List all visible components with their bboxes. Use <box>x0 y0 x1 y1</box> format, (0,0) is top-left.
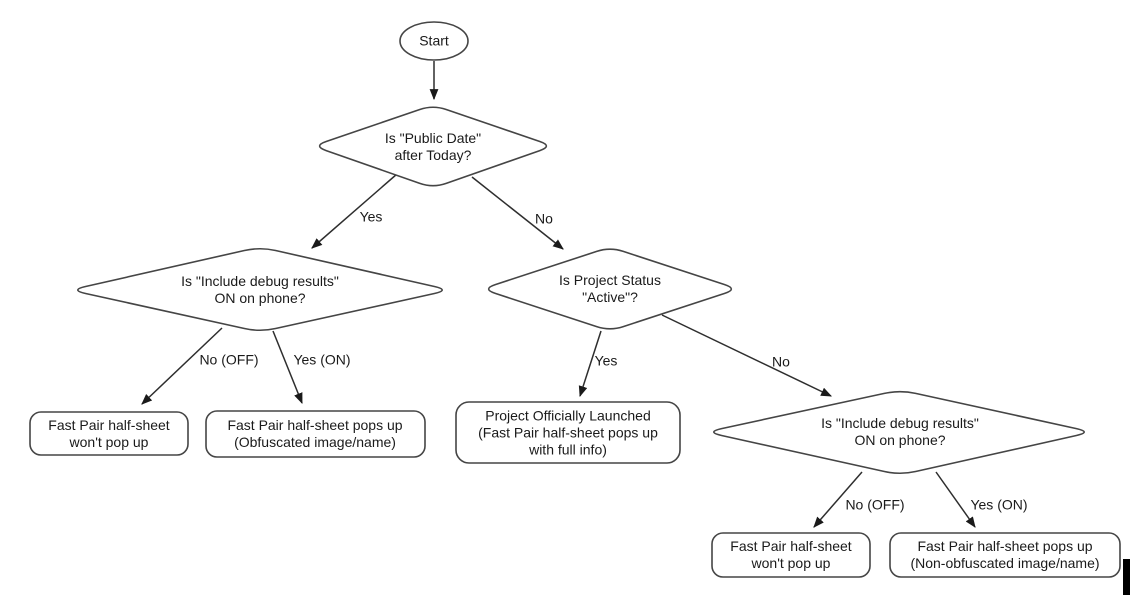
edge-label-status-yes: Yes <box>594 352 618 369</box>
edge-public-date-no <box>471 176 564 250</box>
result-obfuscated-label: Fast Pair half-sheet pops up (Obfuscated… <box>227 417 403 450</box>
decision-debug-right-shape <box>713 390 1085 475</box>
edge-status-yes <box>578 330 602 398</box>
edge-label-status-no: No <box>772 353 790 370</box>
result-no-popup-right-label: Fast Pair half-sheet won't pop up <box>730 538 852 571</box>
start-label: Start <box>419 32 449 49</box>
result-non-obfuscated-label: Fast Pair half-sheet pops up (Non-obfusc… <box>910 538 1100 571</box>
result-no-popup-left-shape <box>29 411 189 456</box>
node-shapes <box>29 21 1121 578</box>
edge-label-public-date-no: No <box>535 210 553 227</box>
edge-label-debug-right-no: No (OFF) <box>845 496 905 513</box>
edge-label-public-date-yes: Yes <box>359 208 383 225</box>
result-no-popup-left-label: Fast Pair half-sheet won't pop up <box>48 417 170 450</box>
start-terminator-shape <box>399 21 469 61</box>
edge-public-date-yes <box>311 173 398 249</box>
decision-debug-right-label: Is "Include debug results" ON on phone? <box>821 415 979 448</box>
edge-label-debug-left-no: No (OFF) <box>199 351 259 368</box>
decision-public-date-shape <box>318 106 548 187</box>
result-launched-label: Project Officially Launched (Fast Pair h… <box>478 407 658 458</box>
edge-debug-left-no <box>141 327 223 405</box>
result-obfuscated-shape <box>205 410 426 458</box>
edge-debug-right-yes <box>935 471 976 528</box>
decision-debug-left-shape <box>77 247 444 332</box>
edge-debug-right-no <box>813 471 863 528</box>
decision-public-date-label: Is "Public Date" after Today? <box>384 130 482 163</box>
decision-project-status-shape <box>487 248 733 330</box>
connectors <box>141 61 976 528</box>
decision-debug-left-label: Is "Include debug results" ON on phone? <box>181 273 339 306</box>
edge-debug-left-yes <box>272 330 303 405</box>
edge-status-no <box>661 314 832 397</box>
result-non-obfuscated-shape <box>889 532 1121 578</box>
decision-project-status-label: Is Project Status "Active"? <box>559 272 661 305</box>
result-launched-shape <box>455 401 681 464</box>
edge-label-debug-left-yes: Yes (ON) <box>293 351 351 368</box>
edge-label-debug-right-yes: Yes (ON) <box>970 496 1028 513</box>
result-no-popup-right-shape <box>711 532 871 578</box>
text-caret <box>1123 559 1130 595</box>
